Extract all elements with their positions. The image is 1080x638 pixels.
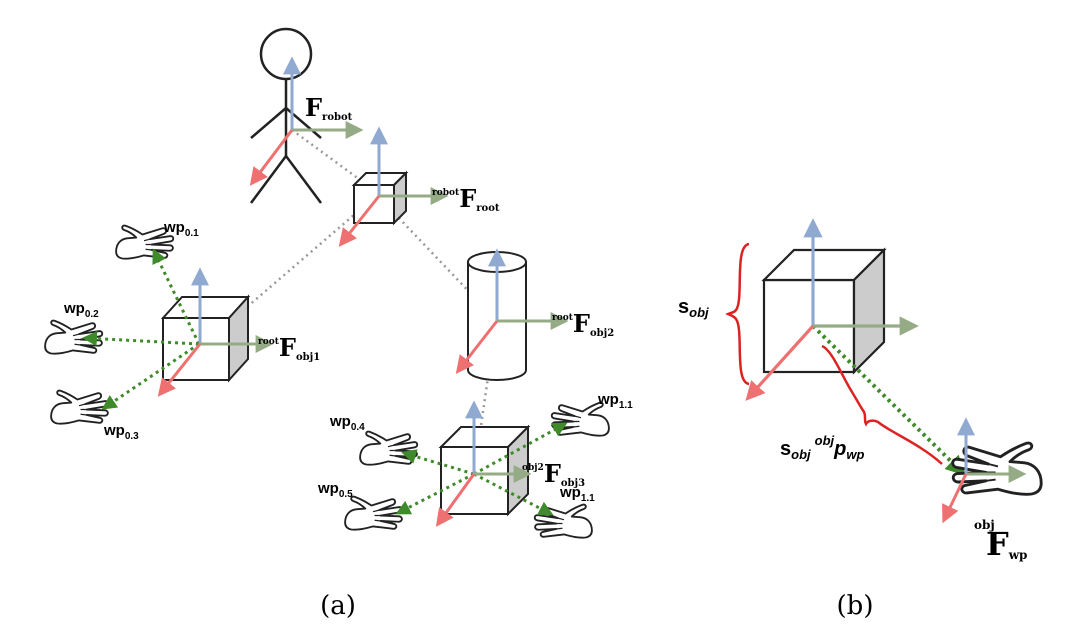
pwp-label: sobjobjpwp	[780, 433, 864, 462]
chain-link-root-obj1	[203, 195, 377, 345]
frame-label-robot: Frobot	[305, 93, 353, 123]
object2-y-axis	[455, 320, 499, 374]
scale-label: sobj	[678, 296, 709, 320]
object1-cube-side	[228, 294, 249, 383]
waypoint-links	[82, 248, 568, 516]
robot-head	[259, 27, 313, 81]
scale-brace	[725, 242, 750, 386]
object1-cube	[160, 294, 251, 383]
frame-label-obj1: rootFobj1	[258, 333, 320, 363]
frame-label-obj2: rootFobj2	[552, 309, 614, 339]
waypoint-label-0-3: wp0.3	[103, 422, 139, 442]
wp-link-0-2	[82, 331, 200, 347]
robot-arm-left	[250, 107, 287, 139]
robot-leg-right	[284, 155, 323, 204]
waypoint-label-0-1: wp0.1	[163, 219, 199, 239]
hand-wp-0-3	[50, 389, 110, 425]
frame-label-obj3: obj2Fobj3	[522, 459, 585, 489]
object1-axes	[157, 267, 274, 397]
waypoint-label-0-4: wp0.4	[329, 413, 365, 433]
robot-leg-left	[249, 155, 288, 204]
waypoint-label-0-2: wp0.2	[63, 300, 99, 320]
wp-link-0-3	[101, 342, 200, 410]
robot-axes	[249, 56, 364, 186]
pwp-brace	[821, 344, 943, 465]
panel-a: Frobot robotFroot	[44, 27, 633, 621]
wp-b-axes	[942, 417, 1027, 524]
wp-link-0-1	[152, 248, 201, 345]
wp-link-1-1-top	[473, 422, 568, 476]
root-y-axis	[338, 195, 381, 247]
wp-link-0-5	[395, 472, 475, 515]
object2-axes	[455, 248, 569, 374]
robot-figure	[249, 27, 323, 204]
root-cube-side	[393, 170, 407, 226]
wp-link-b	[811, 324, 966, 476]
chain-link-root-obj2	[377, 195, 498, 322]
panel-b: sobj sobjobjpwp objFwp (b)	[678, 218, 1043, 621]
hand-wp-0-4	[359, 430, 419, 466]
wp-link-1-1-bottom	[473, 472, 554, 516]
waypoint-label-1-1-bottom: wp1.1	[559, 484, 595, 504]
waypoint-label-0-5: wp0.5	[317, 480, 353, 500]
waypoint-label-1-1-top: wp1.1	[597, 391, 633, 411]
root-cube	[351, 170, 409, 226]
root-axes	[338, 126, 449, 247]
frame-label-wp: objFwp	[974, 518, 1027, 563]
frame-label-root: robotFroot	[432, 184, 500, 214]
object3-y-axis	[435, 473, 476, 527]
hand-wp-0-5	[344, 495, 404, 531]
object-cube-b-side	[852, 247, 886, 375]
object-b-y-axis	[745, 324, 815, 401]
wp-b-y-axis	[942, 473, 968, 524]
caption-b: (b)	[837, 591, 874, 621]
object-cube-b-axes	[745, 218, 919, 401]
object3-axes	[435, 400, 532, 527]
wp-link-0-4	[401, 449, 475, 476]
object-cube-b	[761, 247, 887, 375]
caption-a: (a)	[320, 591, 356, 621]
object1-y-axis	[157, 343, 202, 397]
robot-y-axis	[249, 129, 294, 186]
